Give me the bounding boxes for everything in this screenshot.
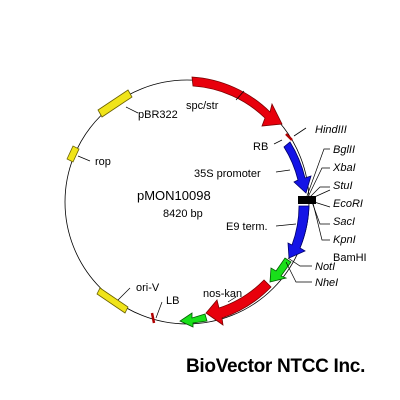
ori-v-arrow xyxy=(96,287,129,314)
spc-str-arrow xyxy=(191,76,283,127)
pbr322-leader xyxy=(125,106,139,114)
rop-box xyxy=(66,145,80,163)
brand-footer: BioVector NTCC Inc. xyxy=(186,356,366,377)
lb-border xyxy=(150,312,156,324)
nos-kan-arrow xyxy=(205,279,272,326)
label-kpni: KpnI xyxy=(333,234,356,246)
green-arrow-bottom xyxy=(179,312,208,328)
label-nos-kan: nos-kan xyxy=(203,288,242,300)
label-stui: StuI xyxy=(333,180,353,192)
promoter-35s-arrow xyxy=(283,141,312,194)
e9-term-leader xyxy=(275,223,297,227)
label-rop: rop xyxy=(95,156,111,168)
bamhi-leader xyxy=(312,202,330,241)
promoter-35s-leader xyxy=(275,169,291,173)
rb-border xyxy=(285,133,293,141)
label-lb: LB xyxy=(166,295,179,307)
label-promoter-35s: 35S promoter xyxy=(194,168,261,180)
plasmid-name: pMON10098 xyxy=(137,188,211,203)
label-bamhi: BamHI xyxy=(333,252,367,264)
ecori-leader xyxy=(309,189,331,200)
label-noti: NotI xyxy=(315,261,335,273)
label-ori-v: ori-V xyxy=(136,282,160,294)
e9-term-arrow xyxy=(287,205,310,259)
label-nhei: NheI xyxy=(315,277,338,289)
label-bglii: BglII xyxy=(333,144,355,156)
label-xbai: XbaI xyxy=(332,162,356,174)
mcs-block xyxy=(298,196,316,204)
label-saci: SacI xyxy=(333,216,355,228)
green-arrow-right xyxy=(269,257,292,283)
rop-leader xyxy=(77,155,91,162)
rb-leader xyxy=(273,139,283,145)
pbr322-arrow xyxy=(97,89,133,118)
ori-v-leader xyxy=(117,287,131,301)
label-ecori-visible: EcoRI xyxy=(333,198,363,210)
label-spc-str: spc/str xyxy=(186,100,219,112)
label-hindiii: HindIII xyxy=(315,124,347,136)
lb-leader xyxy=(155,301,163,319)
label-rb: RB xyxy=(253,141,268,153)
bglii-leader xyxy=(306,148,330,197)
saci-leader xyxy=(310,200,331,208)
label-e9-term: E9 term. xyxy=(226,221,268,233)
nhei-leader xyxy=(285,261,312,283)
nos-kan-leader xyxy=(227,296,237,303)
xbai-leader xyxy=(307,167,330,198)
stui-leader xyxy=(308,186,330,199)
hindiii-leader xyxy=(293,127,307,137)
plasmid-size: 8420 bp xyxy=(163,208,203,220)
spc-str-leader xyxy=(235,90,245,101)
noti-leader xyxy=(287,257,312,267)
kpni-leader xyxy=(311,201,330,225)
label-pbr322: pBR322 xyxy=(138,109,178,121)
